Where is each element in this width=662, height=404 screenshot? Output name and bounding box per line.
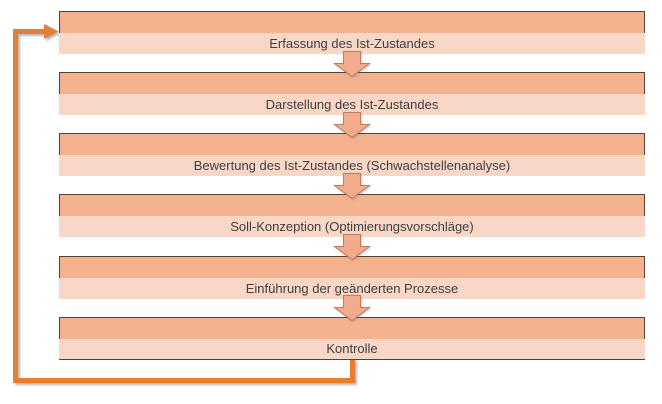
- down-arrow-icon: [333, 112, 371, 138]
- step-label: Einführung der geänderten Prozesse: [245, 280, 459, 296]
- down-arrow-icon: [333, 234, 371, 260]
- step-label-band: Erfassung des Ist-Zustandes: [59, 33, 645, 54]
- step-header-band: [59, 11, 645, 33]
- step-label: Soll-Konzeption (Optimierungsvorschläge): [230, 218, 474, 234]
- down-arrow-icon: [333, 51, 371, 77]
- step-label: Bewertung des Ist-Zustandes (Schwachstel…: [193, 157, 511, 173]
- step-label-band: Bewertung des Ist-Zustandes (Schwachstel…: [59, 155, 645, 176]
- step-label-band: Einführung der geänderten Prozesse: [59, 278, 645, 299]
- step-box-6: Kontrolle: [59, 317, 645, 360]
- step-label: Erfassung des Ist-Zustandes: [269, 35, 435, 51]
- step-box-1: Erfassung des Ist-Zustandes: [59, 11, 645, 54]
- step-box-2: Darstellung des Ist-Zustandes: [59, 72, 645, 115]
- step-box-5: Einführung der geänderten Prozesse: [59, 256, 645, 299]
- step-label: Kontrolle: [326, 341, 378, 356]
- step-label-band: Soll-Konzeption (Optimierungsvorschläge): [59, 216, 645, 237]
- step-box-4: Soll-Konzeption (Optimierungsvorschläge): [59, 194, 645, 237]
- step-label-band: Darstellung des Ist-Zustandes: [59, 94, 645, 115]
- down-arrow-icon: [333, 295, 371, 321]
- down-arrow-icon: [333, 173, 371, 199]
- step-label: Darstellung des Ist-Zustandes: [265, 96, 439, 112]
- step-label-band: Kontrolle: [59, 339, 645, 360]
- step-box-3: Bewertung des Ist-Zustandes (Schwachstel…: [59, 133, 645, 176]
